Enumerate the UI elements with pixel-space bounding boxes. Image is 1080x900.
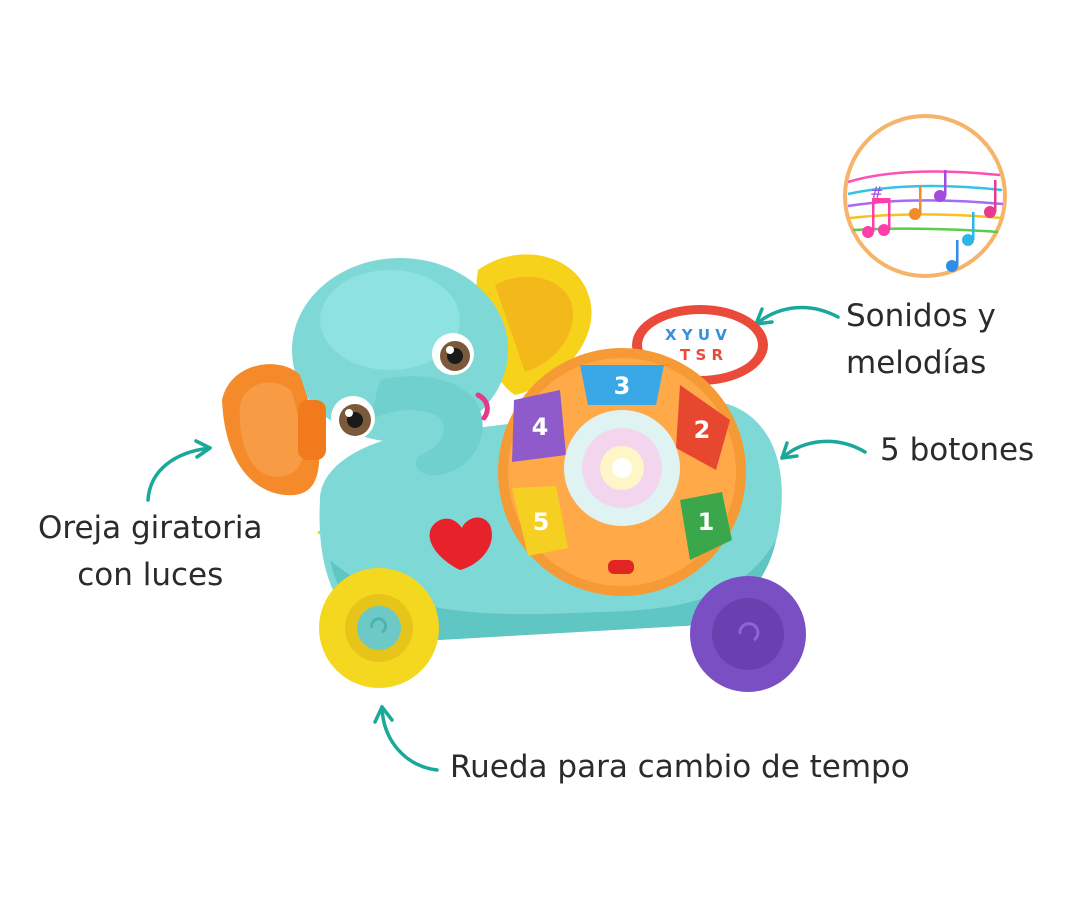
label-buttons-text: 5 botones	[880, 432, 1035, 468]
svg-text:2: 2	[694, 416, 711, 444]
elephant-toy: X Y U V T S R	[222, 254, 806, 692]
button-1: 1	[680, 492, 732, 560]
svg-text:#: #	[870, 183, 883, 202]
button-2: 2	[676, 385, 730, 470]
svg-text:X Y U V: X Y U V	[665, 326, 727, 344]
label-ear-line2: con luces	[77, 556, 224, 593]
front-wheel	[319, 568, 439, 688]
rear-wheel	[690, 576, 806, 692]
svg-text:T S R: T S R	[680, 346, 723, 364]
switch	[608, 560, 634, 574]
svg-text:1: 1	[698, 508, 715, 536]
label-buttons: 5 botones	[880, 427, 1034, 474]
label-sounds-line1: Sonidos y	[846, 298, 996, 334]
label-ear: Oreja giratoria con luces	[38, 505, 263, 598]
button-panel: 3 2 1 5 4	[498, 348, 746, 596]
music-notes-circle: #	[843, 114, 1007, 278]
label-sounds-line2: melodías	[846, 344, 987, 381]
arrow-to-ear-icon	[146, 439, 212, 502]
label-ear-line1: Oreja giratoria	[38, 510, 263, 546]
arrow-to-drum-icon	[754, 305, 840, 326]
rotating-ear	[222, 364, 326, 496]
svg-text:4: 4	[532, 413, 549, 441]
button-3: 3	[580, 365, 664, 405]
label-wheel: Rueda para cambio de tempo	[450, 744, 910, 791]
svg-text:5: 5	[533, 508, 550, 536]
eye-right	[331, 396, 375, 440]
eye-left	[432, 333, 474, 375]
arrow-to-wheel-icon	[373, 705, 439, 772]
music-note-icon: #	[862, 170, 997, 272]
label-wheel-text: Rueda para cambio de tempo	[450, 749, 910, 785]
button-5: 5	[512, 486, 568, 556]
button-4: 4	[512, 390, 566, 462]
heart-button	[429, 517, 492, 570]
center-light	[564, 410, 680, 526]
label-sounds: Sonidos y melodías	[846, 293, 996, 386]
svg-text:3: 3	[614, 372, 631, 400]
arrow-to-buttons-icon	[780, 439, 867, 460]
